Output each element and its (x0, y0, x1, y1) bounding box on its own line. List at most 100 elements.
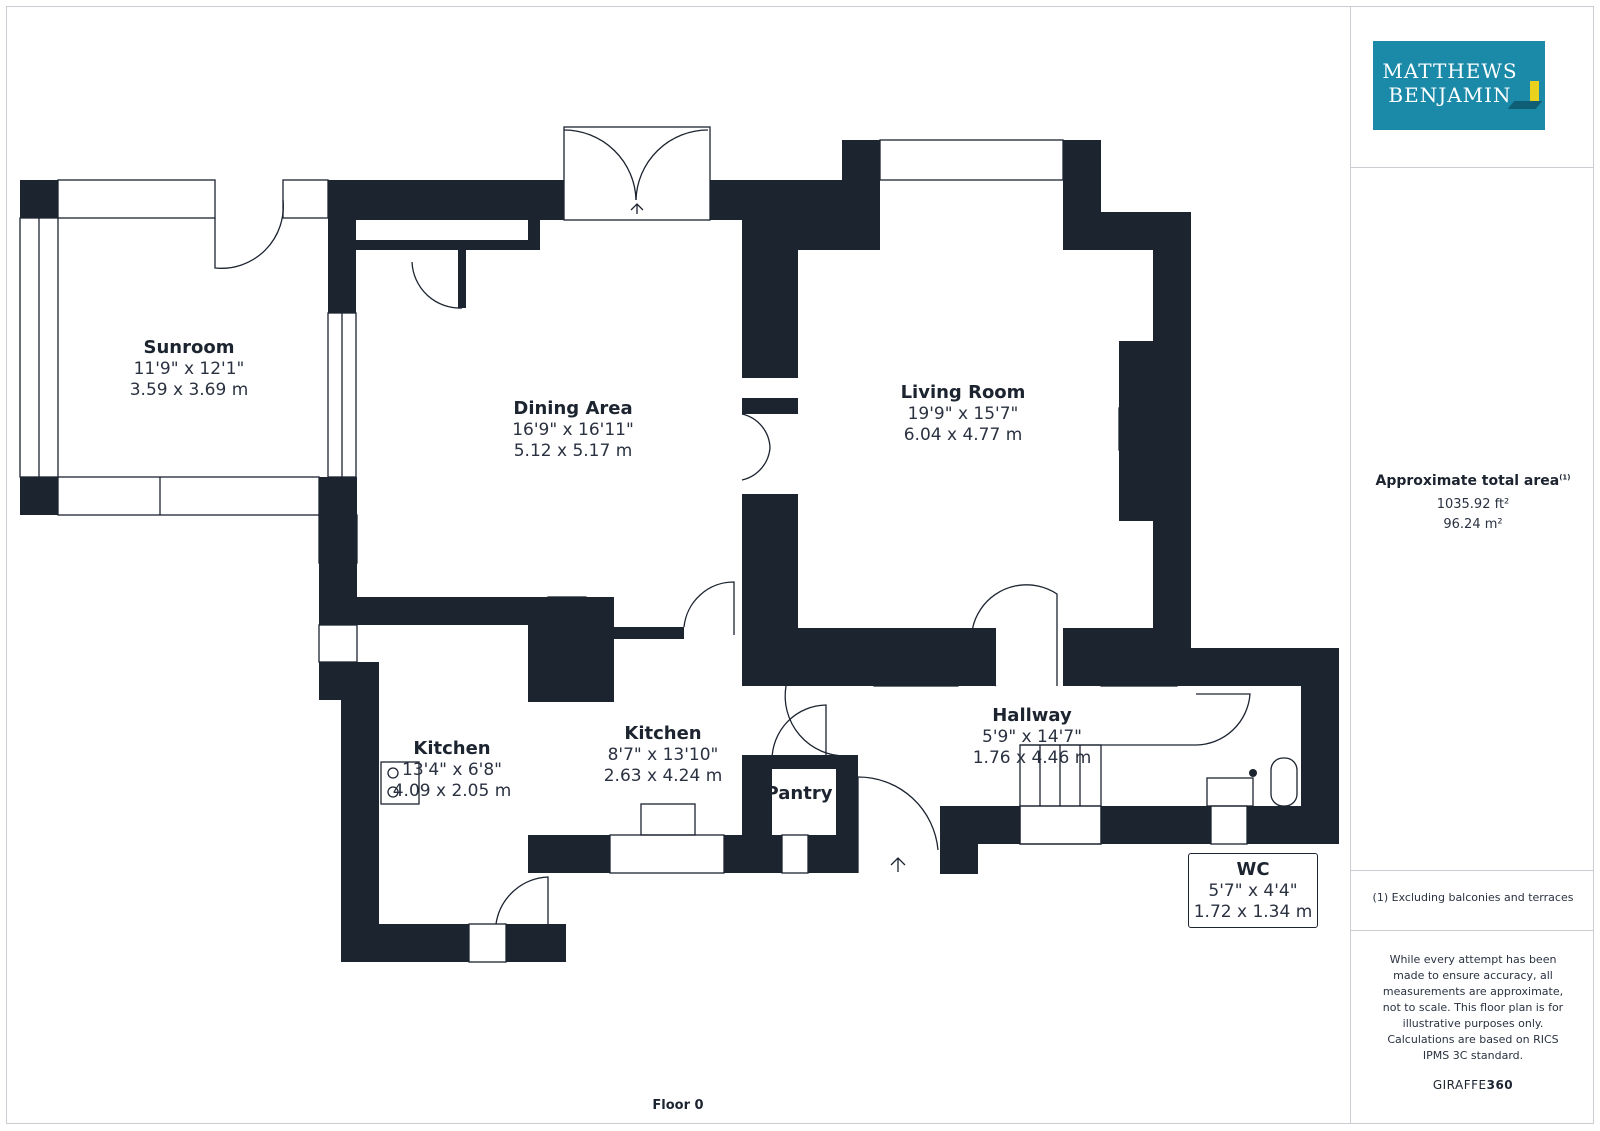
fixtures (19, 126, 1298, 963)
wall (742, 628, 996, 686)
wall (528, 597, 614, 702)
area-footnote: (1) Excluding balconies and terraces (1372, 891, 1574, 904)
door-swing (214, 199, 284, 269)
window (57, 179, 216, 219)
company-logo: MATTHEWS BENJAMIN (1373, 41, 1545, 130)
wall (328, 180, 564, 220)
sink (640, 803, 696, 836)
room-living-room: Living Room 19'9" x 15'7" 6.04 x 4.77 m (901, 382, 1026, 446)
door-swing (683, 581, 735, 635)
wall (319, 662, 341, 700)
area-title-text: Approximate total area (1375, 473, 1560, 489)
window (1210, 805, 1248, 845)
room-dim-metric: 6.04 x 4.77 m (903, 425, 1023, 445)
room-dim-imperial: 19'9" x 15'7" (907, 404, 1019, 424)
wall (742, 180, 798, 378)
wc-label-box (1188, 853, 1318, 928)
wall (319, 477, 357, 515)
window (282, 179, 329, 219)
room-kitchen-left: Kitchen 13'4" x 6'8" 4.09 x 2.05 m (393, 738, 512, 802)
wall (1153, 212, 1191, 652)
sidebar-rule (1351, 930, 1594, 931)
toilet (1270, 757, 1298, 807)
wall (20, 477, 58, 515)
door-swing (784, 685, 847, 757)
wall (458, 250, 466, 308)
logo-line-1: MATTHEWS (1382, 59, 1518, 83)
room-pantry: Pantry (766, 783, 833, 805)
fireplace (1118, 407, 1146, 451)
brand-suffix: 360 (1486, 1078, 1514, 1092)
wall (341, 662, 379, 962)
room-dim-imperial: 8'7" x 13'10" (607, 745, 719, 765)
wall (1247, 806, 1339, 844)
area-ft: 1035.92 ft² (1436, 497, 1510, 512)
room-dining-area: Dining Area 16'9" x 16'11" 5.12 x 5.17 m (512, 398, 634, 462)
wall (356, 240, 540, 250)
brand-mark: GIRAFFE360 (1352, 1078, 1594, 1092)
room-name: WC (1236, 859, 1270, 880)
page-frame (6, 6, 1594, 1124)
logo-accent-mark (1530, 81, 1539, 101)
hob (380, 761, 420, 805)
door-swing (495, 876, 549, 925)
floor-plan (19, 126, 1339, 963)
total-area-block: Approximate total area(1) 1035.92 ft² 96… (1352, 473, 1594, 535)
room-dim-imperial: 16'9" x 16'11" (512, 420, 634, 440)
room-dim-imperial: 5'7" x 4'4" (1208, 881, 1298, 901)
rics-standard-note: Calculations are based on RICS IPMS 3C s… (1387, 1033, 1559, 1062)
room-dim-metric: 2.63 x 4.24 m (603, 766, 723, 786)
door-swing (1195, 693, 1251, 746)
wall (528, 835, 610, 873)
room-name: Living Room (900, 382, 1026, 403)
area-title: Approximate total area(1) (1352, 473, 1594, 489)
window (318, 514, 358, 564)
room-wc: WC 5'7" x 4'4" 1.72 x 1.34 m (1194, 859, 1313, 923)
logo-line-2: BENJAMIN (1388, 83, 1512, 107)
room-dim-metric: 1.72 x 1.34 m (1193, 902, 1313, 922)
wall (328, 180, 356, 313)
entry-arrow (890, 857, 906, 872)
door-swing (741, 413, 771, 481)
room-name: Dining Area (513, 398, 633, 419)
entry-arrows (630, 203, 906, 872)
room-hallway: Hallway 5'9" x 14'7" 1.76 x 4.46 m (973, 705, 1092, 769)
wall (940, 806, 978, 874)
sidebar-divider (1350, 6, 1351, 1124)
basin (1206, 777, 1254, 807)
window (57, 476, 320, 516)
room-dim-metric: 1.76 x 4.46 m (972, 748, 1092, 768)
window (1100, 679, 1178, 687)
area-note-marker: (1) (1559, 473, 1571, 482)
hob-ring (387, 786, 399, 798)
room-dim-metric: 3.59 x 3.69 m (129, 380, 249, 400)
wall (798, 180, 880, 250)
wall (808, 835, 858, 873)
wall (341, 924, 469, 962)
window (318, 624, 358, 663)
sidebar-rule (1351, 167, 1594, 168)
room-name: Kitchen (624, 723, 702, 744)
door-swing (411, 261, 463, 309)
room-name: Hallway (992, 705, 1072, 726)
door-swing (563, 129, 637, 201)
room-name: Kitchen (413, 738, 491, 759)
wall (1119, 341, 1153, 521)
entry-arrow (630, 203, 644, 214)
room-dim-metric: 5.12 x 5.17 m (513, 441, 633, 461)
window (873, 679, 959, 687)
window (609, 834, 725, 874)
wall (506, 924, 566, 962)
disclaimer: While every attempt has been made to ens… (1382, 953, 1564, 1030)
room-kitchen-right: Kitchen 8'7" x 13'10" 2.63 x 4.24 m (604, 723, 723, 787)
door-swing (771, 704, 827, 761)
window (879, 139, 1064, 181)
sidebar-rule (1351, 870, 1594, 871)
logo-shadow-mark (1507, 101, 1543, 109)
room-dim-imperial: 11'9" x 12'1" (133, 359, 245, 379)
room-name: Sunroom (143, 337, 235, 358)
wall (772, 755, 850, 769)
walls (20, 140, 1339, 962)
room-dim-imperial: 5'9" x 14'7" (982, 727, 1082, 747)
wall (20, 180, 58, 218)
